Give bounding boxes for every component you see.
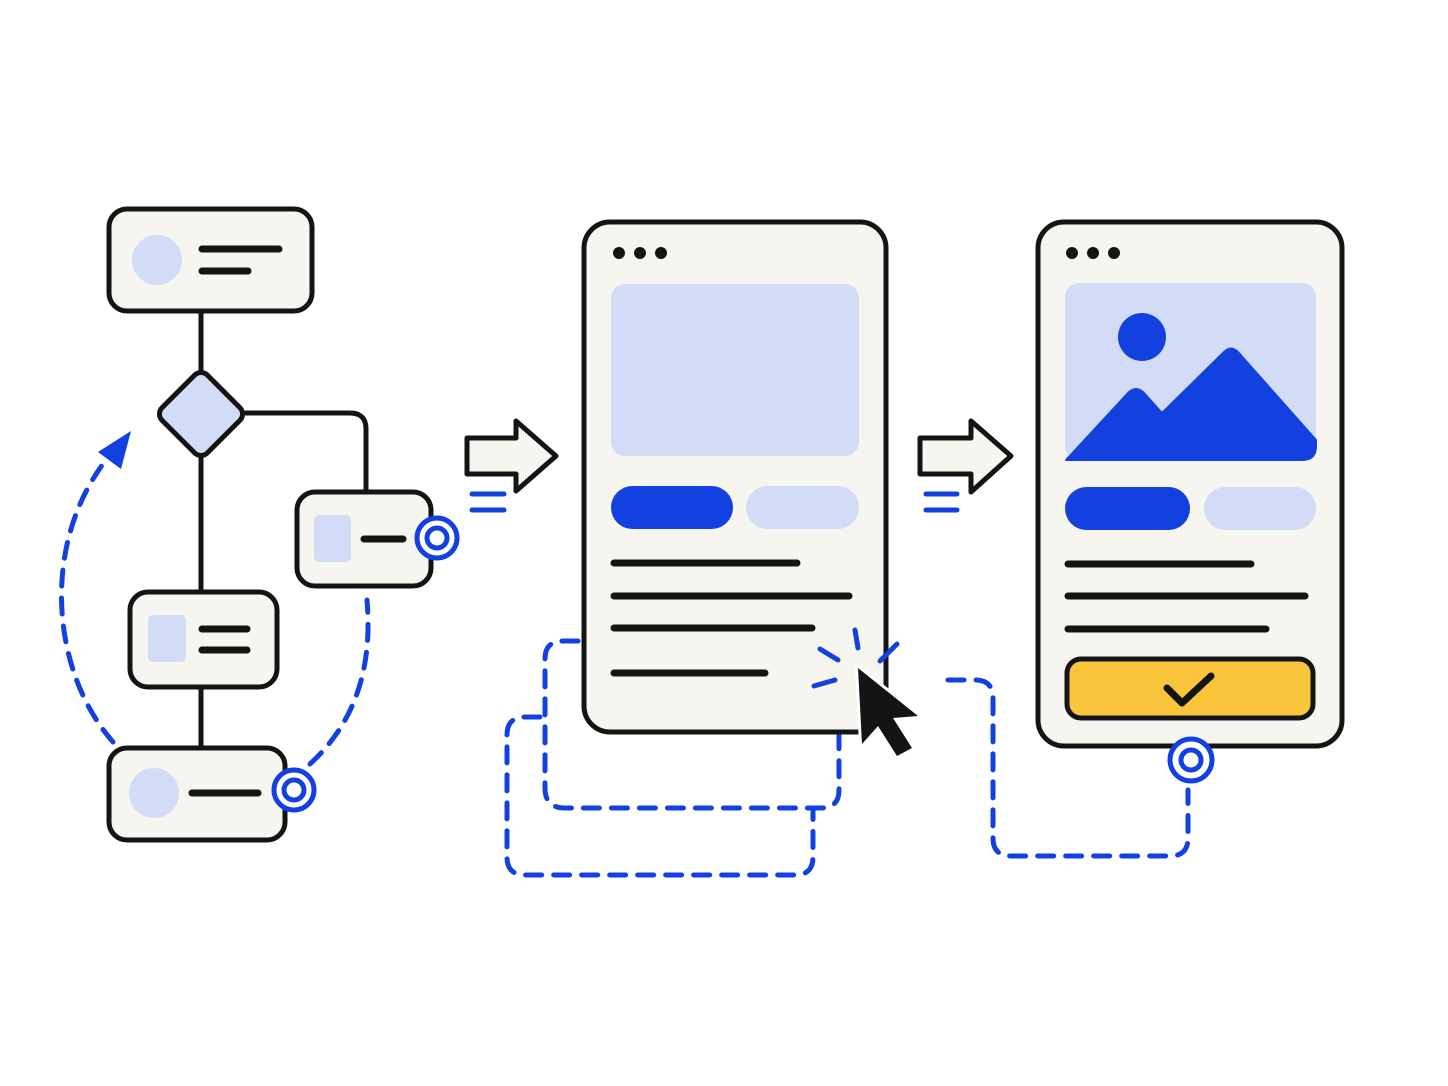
connector-decision-to-branch (243, 410, 369, 495)
ring-anchor-icon[interactable] (414, 515, 460, 561)
mountain-shape (1065, 347, 1317, 461)
link-dashed-path (307, 597, 371, 767)
final-screen (1035, 219, 1345, 784)
secondary-button[interactable] (1204, 487, 1316, 530)
mouse-cursor-icon (811, 627, 921, 759)
flowchart-connectors (198, 308, 369, 751)
window-dots (613, 247, 667, 259)
transition-arrow-icon (917, 418, 1014, 513)
text-lines (610, 559, 853, 677)
flow-node-branch[interactable] (294, 489, 434, 589)
click-burst (811, 627, 900, 689)
primary-button[interactable] (611, 486, 733, 529)
ghost-frame-dashed (504, 714, 816, 878)
thumbnail-square (314, 515, 351, 562)
window-dots (1066, 247, 1120, 259)
flowchart (59, 206, 460, 843)
thumbnail-square (148, 615, 186, 662)
loop-back-arrowhead (98, 431, 131, 469)
ring-anchor-icon[interactable] (1167, 736, 1215, 784)
link-dashed-path (945, 677, 1191, 859)
loop-back-dashed-path (59, 452, 116, 745)
decision-diamond[interactable] (156, 369, 247, 460)
flow-node-process[interactable] (127, 589, 280, 690)
checkmark-icon (1163, 672, 1215, 707)
image-mountain-sun-icon (1065, 283, 1317, 461)
transition-arrow-icon (464, 418, 559, 513)
hero-placeholder (611, 284, 859, 456)
sun-circle (1118, 313, 1166, 361)
ring-anchor-icon[interactable] (271, 767, 317, 813)
primary-button[interactable] (1065, 487, 1190, 530)
confirm-button[interactable] (1064, 656, 1316, 721)
text-lines (1064, 560, 1309, 633)
ghost-frame-dashed (542, 638, 842, 811)
avatar-circle (129, 768, 179, 818)
secondary-button[interactable] (746, 486, 859, 529)
flow-node-start[interactable] (106, 206, 315, 314)
draft-screen (504, 219, 889, 878)
flow-node-end[interactable] (106, 745, 288, 843)
avatar-circle (132, 235, 182, 285)
